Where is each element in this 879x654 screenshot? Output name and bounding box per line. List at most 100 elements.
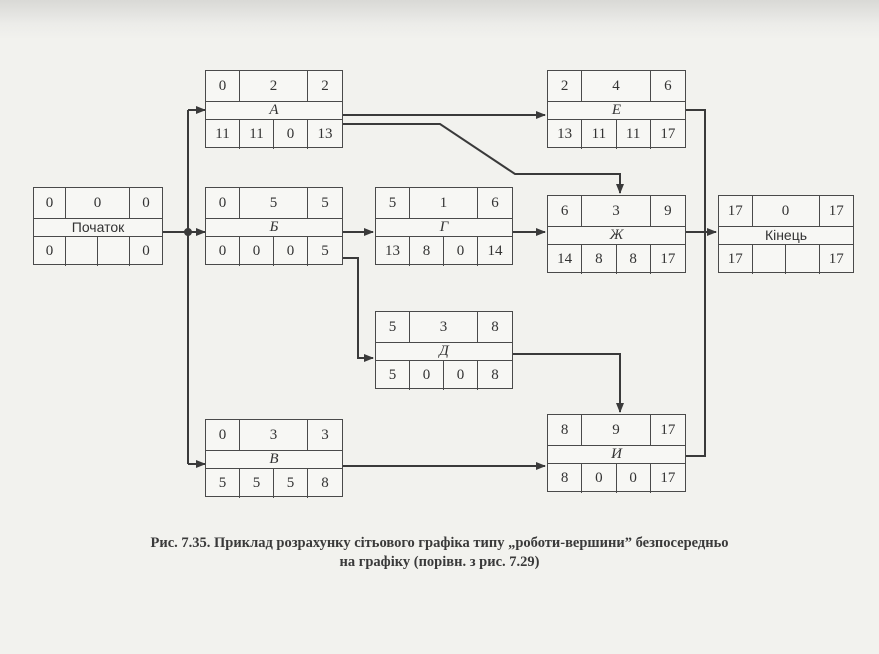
reserve-2: 11 [617,120,651,149]
early-finish: 2 [321,77,329,94]
edge-b-d [343,257,374,362]
reserve-1: 5 [240,469,274,498]
late-finish: 17 [660,251,676,267]
late-finish: 13 [317,126,333,142]
caption-line-1: Рис. 7.35. Приклад розрахунку сітьового … [150,535,729,551]
reserve-1 [66,237,98,266]
late-finish: 8 [321,475,329,491]
reserve-1: 0 [410,361,444,390]
edge-e-end [686,109,706,232]
late-start: 14 [548,245,583,274]
late-finish: 17 [660,126,676,142]
early-finish: 8 [491,318,499,335]
activity-name: Е [548,101,685,120]
activity-name: Д [376,342,512,361]
activity-name: В [206,450,342,469]
early-start: 8 [548,415,583,445]
late-start: 8 [548,464,583,493]
duration: 9 [582,415,651,445]
early-start: 0 [34,188,66,218]
duration: 1 [410,188,478,218]
reserve-2: 0 [444,361,478,390]
early-finish: 6 [491,194,499,211]
activity-name: Б [206,218,342,237]
duration: 3 [582,196,651,226]
duration: 2 [240,71,308,101]
early-start: 0 [206,188,240,218]
reserve-2: 0 [617,464,651,493]
reserve-1: 8 [410,237,444,266]
duration: 0 [753,196,820,226]
early-finish: 3 [321,426,329,443]
activity-name: Г [376,218,512,237]
activity-name: А [206,101,342,120]
edge-a-zh [343,123,624,194]
activity-name: Ж [548,226,685,245]
duration: 3 [240,420,308,450]
early-finish: 5 [321,194,329,211]
late-start: 13 [376,237,410,266]
duration: 4 [582,71,651,101]
late-start: 17 [719,245,753,274]
reserve-2 [786,245,820,274]
late-start: 5 [376,361,410,390]
activity-name: Кінець [719,226,853,245]
late-start: 0 [34,237,66,266]
late-finish: 17 [828,251,844,267]
early-start: 2 [548,71,583,101]
figure-caption: Рис. 7.35. Приклад розрахунку сітьового … [40,534,839,572]
reserve-2 [98,237,130,266]
reserve-1: 11 [582,120,617,149]
activity-name: Початок [34,218,162,237]
late-start: 0 [206,237,240,266]
scan-shadow [0,0,879,40]
edge-d-i [513,353,624,413]
late-finish: 8 [491,367,499,383]
duration: 3 [410,312,478,342]
early-start: 6 [548,196,583,226]
edge-i-end [686,232,706,457]
early-start: 17 [719,196,753,226]
caption-line-2: на графіку (порівн. з рис. 7.29) [339,554,540,570]
reserve-2: 8 [617,245,651,274]
activity-name: И [548,445,685,464]
duration: 0 [66,188,130,218]
early-start: 5 [376,188,410,218]
early-start: 5 [376,312,410,342]
late-start: 5 [206,469,240,498]
late-finish: 0 [142,243,150,259]
reserve-1: 11 [240,120,274,149]
early-finish: 17 [660,421,676,438]
late-finish: 5 [321,243,329,259]
reserve-1: 8 [582,245,617,274]
duration: 5 [240,188,308,218]
reserve-2: 5 [274,469,308,498]
early-finish: 17 [828,202,844,219]
reserve-1: 0 [240,237,274,266]
reserve-2: 0 [274,120,308,149]
reserve-1 [753,245,786,274]
early-finish: 9 [664,202,672,219]
early-finish: 6 [664,77,672,94]
early-start: 0 [206,420,240,450]
reserve-1: 0 [582,464,617,493]
late-start: 13 [548,120,583,149]
late-finish: 17 [660,470,676,486]
reserve-2: 0 [444,237,478,266]
early-start: 0 [206,71,240,101]
late-finish: 14 [487,243,503,259]
early-finish: 0 [142,194,150,211]
late-start: 11 [206,120,240,149]
reserve-2: 0 [274,237,308,266]
